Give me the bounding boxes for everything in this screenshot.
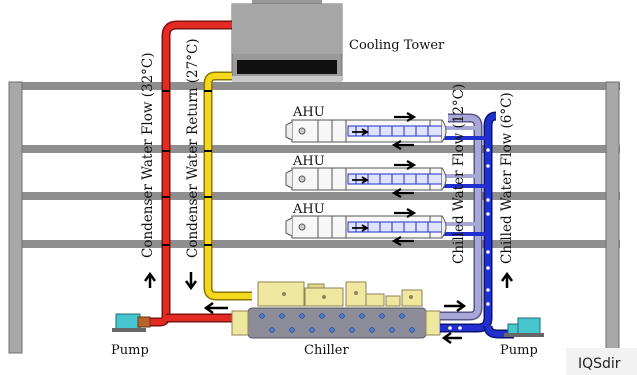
chilled-supply-up-arrow (500, 271, 514, 288)
left-condenser-pump (112, 313, 151, 332)
chilled-water-return-flow-label: Chilled Water Flow (12°C) (451, 84, 467, 264)
chilled-water-supply-pipe (440, 111, 514, 339)
building-frame (8, 81, 620, 354)
condenser-water-return-pipe (203, 71, 252, 301)
chilled-water-supply-flow-label: Chilled Water Flow (6°C) (499, 92, 515, 264)
condenser-water-return-label: Condenser Water Return (27°C) (185, 38, 201, 258)
chilled-pipe-joints (448, 148, 490, 330)
watermark-text: IQSdir (578, 356, 621, 372)
condenser-water-flow-pipe (148, 20, 232, 327)
ahu-chilled-out-arrow (391, 140, 414, 150)
ahu-unit-2 (285, 160, 447, 198)
chiller-label: Chiller (304, 343, 349, 358)
condenser-flow-left-arrow (203, 301, 228, 315)
chilled-supply-left-arrow (441, 331, 462, 345)
chiller (231, 281, 441, 339)
ahu-chilled-out-arrow (391, 188, 414, 198)
building-column-right (605, 81, 620, 354)
ahu-1-label: AHU (292, 105, 325, 120)
ahu-chilled-in-arrow (394, 112, 417, 122)
ahu-unit-1 (285, 112, 447, 150)
ahu-chilled-in-arrow (394, 208, 417, 218)
right-chilled-water-pump (504, 317, 544, 337)
ahu-chilled-in-arrow (394, 160, 417, 170)
condenser-return-down-arrow (184, 272, 198, 291)
chilled-return-right-arrow (444, 299, 467, 313)
condenser-water-flow-label: Condenser Water Flow (32°C) (140, 53, 156, 259)
condenser-flow-up-arrow (143, 271, 157, 288)
ahu-2-label: AHU (292, 154, 325, 169)
cooling-tower-label: Cooling Tower (349, 38, 445, 53)
cooling-tower (231, 0, 343, 82)
cooling-tower-louver (237, 60, 337, 74)
left-pump-label: Pump (111, 343, 149, 358)
floor-slabs (14, 82, 620, 248)
building-column-left (8, 81, 23, 354)
condenser-pipe-joints (162, 90, 212, 246)
ahu-chilled-out-arrow (391, 236, 414, 246)
right-pump-label: Pump (500, 343, 538, 358)
ahu-units (285, 112, 447, 246)
ahu-unit-3 (285, 208, 447, 246)
chilled-water-return-pipe (440, 113, 483, 321)
ahu-3-label: AHU (292, 202, 325, 217)
watermark-background (566, 348, 637, 375)
